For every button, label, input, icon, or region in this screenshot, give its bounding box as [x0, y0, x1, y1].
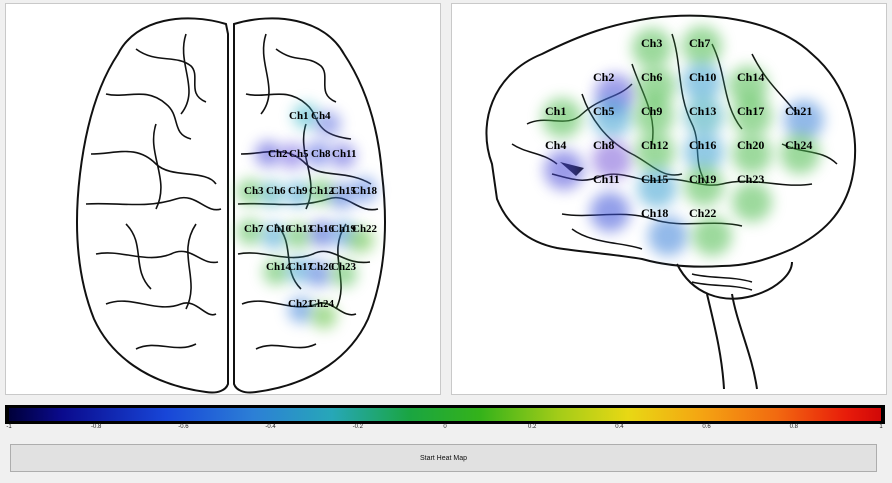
channel-label: Ch13 [288, 223, 314, 235]
channel-label: Ch6 [266, 185, 286, 197]
colorbar-tick-label: -0.2 [352, 424, 363, 430]
colorbar-bar [5, 405, 885, 424]
channel-label: Ch24 [785, 138, 813, 152]
channel-label: Ch24 [309, 298, 335, 310]
channel-label: Ch20 [737, 138, 765, 152]
channel-label: Ch15 [641, 172, 669, 186]
colorbar-tick-label: 0.2 [528, 424, 537, 430]
channel-label: Ch13 [689, 104, 717, 118]
channel-label: Ch21 [288, 298, 314, 310]
colorbar: -1 -0.8 -0.6 -0.4 -0.2 0 0.2 0.4 0.6 0.8 1 [5, 405, 885, 435]
channel-label: Ch9 [641, 104, 663, 118]
channel-label: Ch22 [352, 223, 378, 235]
colorbar-gradient [9, 408, 881, 421]
channel-label: Ch8 [593, 138, 615, 152]
channel-label: Ch4 [545, 138, 567, 152]
channel-label: Ch16 [689, 138, 717, 152]
channel-label: Ch10 [689, 70, 717, 84]
colorbar-tick-label: 0 [443, 424, 447, 430]
channel-label: Ch22 [689, 206, 717, 220]
channel-label: Ch4 [311, 110, 331, 122]
brain-top-view-drawing [75, 17, 387, 394]
channel-label: Ch5 [289, 148, 309, 160]
channel-label: Ch14 [266, 261, 292, 273]
channel-label: Ch17 [737, 104, 765, 118]
channel-label: Ch20 [309, 261, 335, 273]
colorbar-tick-label: -0.4 [265, 424, 276, 430]
channel-label: Ch16 [309, 223, 335, 235]
channel-label: Ch10 [266, 223, 292, 235]
channel-label: Ch6 [641, 70, 663, 84]
channel-label: Ch12 [641, 138, 669, 152]
channel-label: Ch23 [737, 172, 765, 186]
colorbar-tick-label: -1 [6, 424, 12, 430]
channel-label: Ch5 [593, 104, 615, 118]
channel-label: Ch2 [268, 148, 288, 160]
colorbar-tick-label: 0.4 [615, 424, 624, 430]
channel-label: Ch1 [289, 110, 309, 122]
channel-label: Ch1 [545, 104, 567, 118]
colorbar-tick-label: -0.8 [91, 424, 102, 430]
channel-label: Ch19 [689, 172, 717, 186]
channel-label: Ch11 [332, 148, 357, 160]
channel-label: Ch9 [288, 185, 308, 197]
channel-label: Ch19 [331, 223, 357, 235]
channel-label: Ch15 [331, 185, 357, 197]
channel-label: Ch8 [311, 148, 331, 160]
channel-label: Ch18 [641, 206, 669, 220]
colorbar-tick-label: 0.6 [702, 424, 711, 430]
channel-label: Ch12 [309, 185, 335, 197]
colorbar-tick-label: 0.8 [789, 424, 798, 430]
channel-label: Ch21 [785, 104, 813, 118]
channel-label: Ch23 [331, 261, 357, 273]
channel-label: Ch14 [737, 70, 765, 84]
channel-label: Ch17 [288, 261, 314, 273]
start-heat-map-button[interactable]: Start Heat Map [10, 444, 877, 472]
channel-label: Ch7 [244, 223, 264, 235]
channel-label: Ch3 [641, 36, 663, 50]
channel-label: Ch11 [593, 172, 620, 186]
channel-label: Ch3 [244, 185, 264, 197]
channel-label: Ch18 [352, 185, 378, 197]
channel-label: Ch2 [593, 70, 615, 84]
channel-label: Ch7 [689, 36, 711, 50]
colorbar-tick-label: 1 [879, 424, 883, 430]
brain-side-view-drawing [485, 14, 856, 390]
colorbar-tick-label: -0.6 [178, 424, 189, 430]
